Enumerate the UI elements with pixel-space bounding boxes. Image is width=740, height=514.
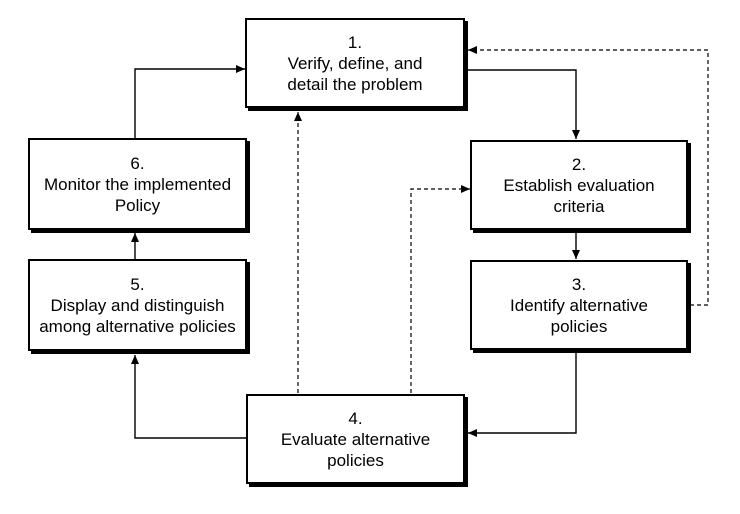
edge-6-to-1-arrow [134, 65, 245, 138]
step-1-text-line: detail the problem [287, 74, 423, 94]
step-5-number: 5. [130, 274, 145, 294]
edge-3-to-4-arrow [468, 350, 577, 437]
step-2-box: 2. Establish evaluation criteria [470, 140, 688, 230]
step-3-text-line: policies [550, 316, 608, 336]
step-2-text-line: criteria [553, 196, 605, 216]
step-6-text-line: Policy [114, 195, 161, 215]
step-6-text-line: Monitor the implemented [43, 174, 232, 194]
step-1-number: 1. [347, 32, 363, 52]
step-5-text-line: among alternative policies [39, 316, 236, 336]
step-4-box: 4. Evaluate alternative policies [246, 394, 465, 484]
step-4-text-line: policies [327, 450, 384, 470]
edge-4-to-2-feedback-arrow [410, 185, 470, 393]
step-6-number: 6. [130, 153, 145, 173]
edge-1-to-2-arrow [465, 69, 580, 139]
step-2-text-line: Establish evaluation [503, 175, 655, 195]
step-3-text-line: Identify alternative [510, 295, 648, 315]
edge-3-to-1-feedback-arrow [468, 46, 709, 306]
edge-4-to-5-arrow [131, 355, 246, 439]
step-5-box: 5. Display and distinguish among alterna… [28, 259, 247, 351]
step-4-text-line: Evaluate alternative [280, 429, 431, 449]
step-2-number: 2. [571, 154, 587, 174]
step-3-box: 3. Identify alternative policies [470, 260, 688, 350]
step-1-box: 1. Verify, define, and detail the proble… [245, 18, 465, 108]
step-3-number: 3. [571, 274, 587, 294]
step-1-text-line: Verify, define, and [287, 53, 423, 73]
step-6-box: 6. Monitor the implemented Policy [28, 138, 247, 230]
step-5-text-line: Display and distinguish [50, 295, 225, 315]
step-4-number: 4. [348, 408, 363, 428]
